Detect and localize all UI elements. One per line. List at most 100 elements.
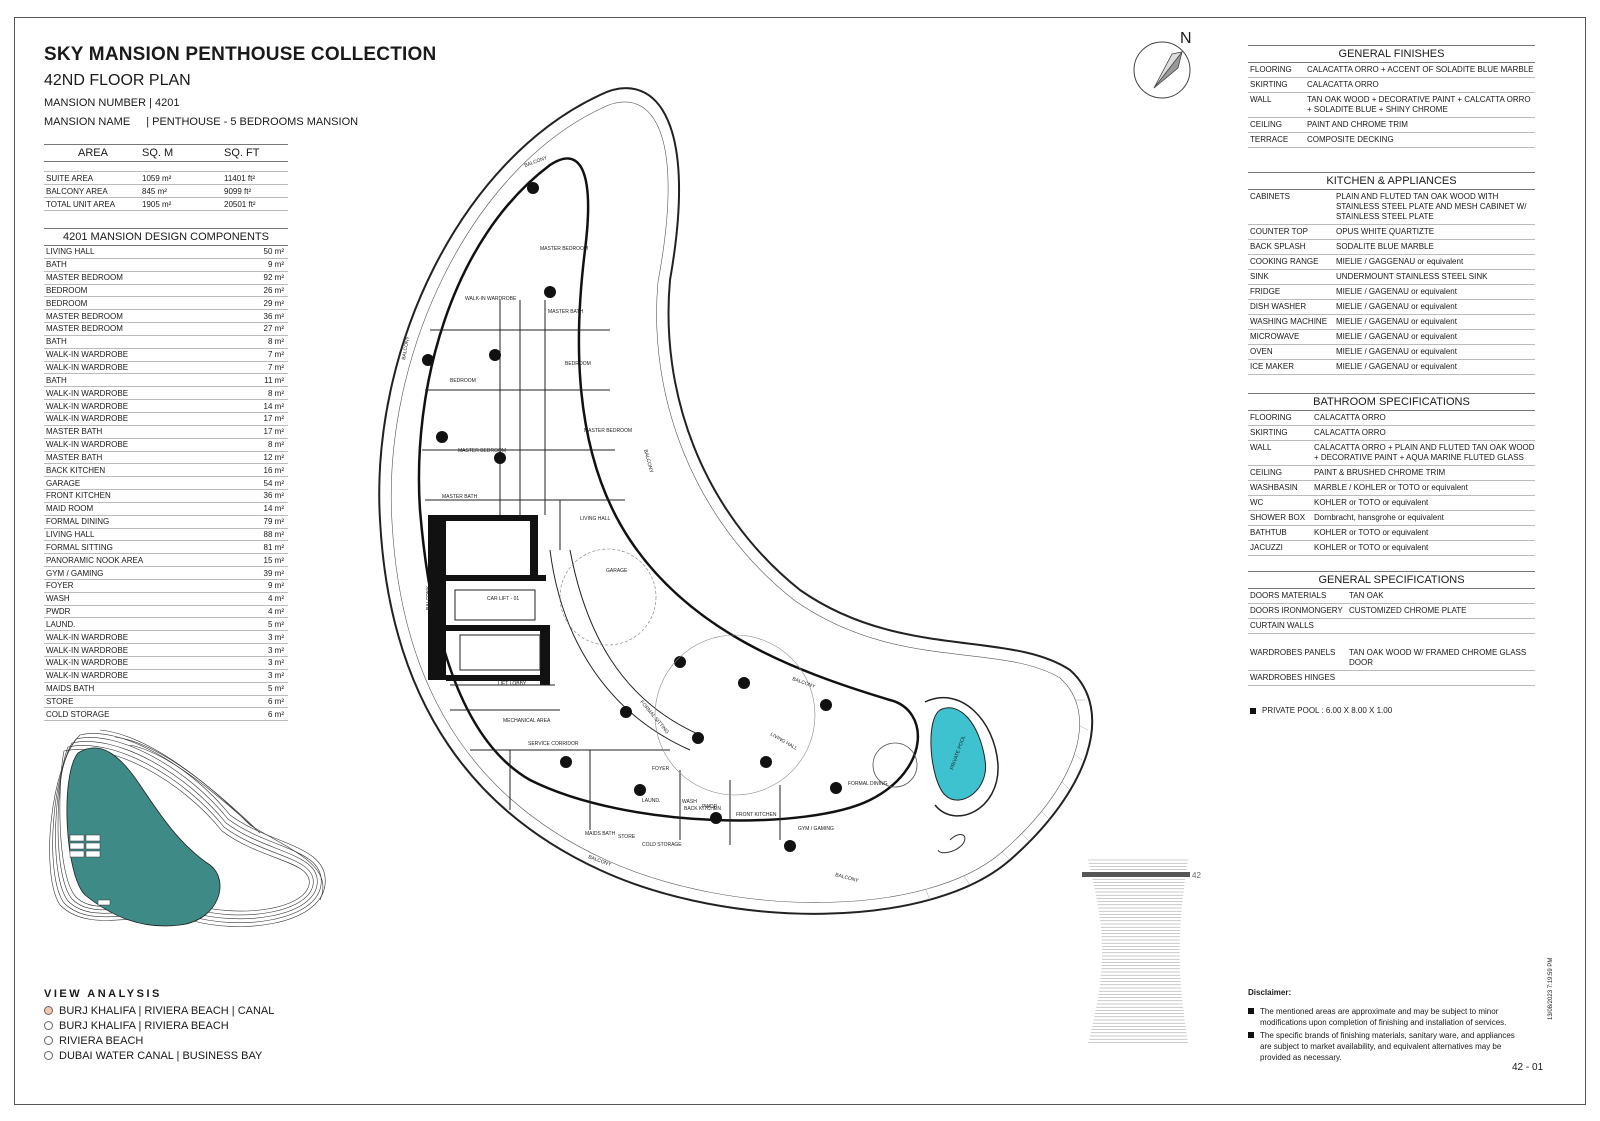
- component-area: 7 m²: [268, 363, 284, 373]
- spec-key: OVEN: [1250, 347, 1273, 356]
- list-item: LAUND.5 m²: [44, 618, 288, 632]
- spec-value: MIELIE / GAGENAU or equivalent: [1336, 302, 1457, 311]
- component-area: 3 m²: [268, 658, 284, 668]
- component-name: FORMAL SITTING: [46, 542, 113, 552]
- component-name: GYM / GAMING: [46, 568, 104, 578]
- spec-key: TERRACE: [1250, 135, 1289, 144]
- spec-key: COOKING RANGE: [1250, 257, 1319, 266]
- plan-label: GARAGE: [606, 568, 628, 574]
- component-name: STORE: [46, 696, 74, 706]
- component-name: BEDROOM: [46, 285, 88, 295]
- view-option[interactable]: DUBAI WATER CANAL | BUSINESS BAY: [44, 1048, 274, 1063]
- component-name: LAUND.: [46, 619, 76, 629]
- spec-key: MICROWAVE: [1250, 332, 1300, 341]
- component-name: WASH: [46, 594, 70, 604]
- component-name: MAID ROOM: [46, 504, 94, 514]
- component-name: BATH: [46, 260, 67, 270]
- radio-indicator[interactable]: [44, 1036, 53, 1045]
- spec-value: UNDERMOUNT STAINLESS STEEL SINK: [1336, 272, 1488, 281]
- spec-row: WARDROBES HINGES: [1248, 671, 1535, 686]
- area-sqm: 1905 m²: [142, 199, 172, 209]
- floor-plan-subtitle: 42ND FLOOR PLAN: [44, 72, 191, 89]
- plan-label: LAUND.: [642, 798, 660, 804]
- spec-value: MIELIE / GAGENAU or equivalent: [1336, 287, 1457, 296]
- spec-key: FLOORING: [1250, 65, 1292, 74]
- component-name: PANORAMIC NOOK AREA: [46, 555, 144, 565]
- structural-columns: [422, 182, 842, 852]
- sheet-border: [14, 17, 1586, 1105]
- component-area: 15 m²: [263, 555, 284, 565]
- radio-indicator[interactable]: [44, 1006, 53, 1015]
- spec-key: CURTAIN WALLS: [1250, 621, 1314, 630]
- plan-label: BALCONY: [834, 872, 859, 884]
- component-name: MASTER BEDROOM: [46, 311, 123, 321]
- balcony-edge: [390, 101, 1080, 903]
- spec-key: FLOORING: [1250, 413, 1292, 422]
- room-partitions: [422, 300, 781, 845]
- view-option[interactable]: BURJ KHALIFA | RIVIERA BEACH: [44, 1018, 274, 1033]
- spec-key: COUNTER TOP: [1250, 227, 1308, 236]
- plan-label: WALK-IN WARDROBE: [465, 296, 517, 302]
- spec-row: CURTAIN WALLS: [1248, 619, 1535, 634]
- general-finishes-title: GENERAL FINISHES: [1248, 45, 1535, 63]
- area-sqm: 1059 m²: [142, 173, 172, 183]
- plan-label: COLD STORAGE: [642, 842, 682, 848]
- component-name: BACK KITCHEN: [46, 465, 106, 475]
- component-area: 6 m²: [268, 709, 284, 719]
- spec-value: MIELIE / GAGGENAU or equivalent: [1336, 257, 1464, 266]
- radio-indicator[interactable]: [44, 1051, 53, 1060]
- component-area: 6 m²: [268, 696, 284, 706]
- sqft-header: SQ. FT: [224, 147, 260, 159]
- kitchen-title: KITCHEN & APPLIANCES: [1248, 172, 1535, 190]
- spec-key: SKIRTING: [1250, 80, 1288, 89]
- area-header: AREA: [78, 147, 108, 159]
- design-components-table: 4201 MANSION DESIGN COMPONENTS LIVING HA…: [44, 228, 288, 722]
- spec-value: PAINT AND CHROME TRIM: [1307, 120, 1408, 129]
- general-specs-title: GENERAL SPECIFICATIONS: [1248, 571, 1535, 589]
- compass-north-label: N: [1180, 30, 1192, 47]
- spec-key: WASHBASIN: [1250, 483, 1298, 492]
- component-area: 5 m²: [268, 684, 284, 694]
- view-option[interactable]: BURJ KHALIFA | RIVIERA BEACH | CANAL: [44, 1003, 274, 1018]
- component-area: 50 m²: [263, 247, 284, 257]
- view-option[interactable]: RIVIERA BEACH: [44, 1033, 274, 1048]
- component-area: 8 m²: [268, 440, 284, 450]
- area-name: BALCONY AREA: [46, 186, 108, 196]
- component-name: WALK-IN WARDROBE: [46, 363, 129, 373]
- spec-value: SODALITE BLUE MARBLE: [1336, 242, 1434, 251]
- page-number: 42 - 01: [1512, 1062, 1544, 1073]
- plan-label: LIFT LOBBY: [498, 681, 527, 687]
- spec-row: WC KOHLER or TOTO or equivalent: [1248, 496, 1535, 511]
- component-area: 36 m²: [263, 491, 284, 501]
- spec-key: WC: [1250, 498, 1264, 507]
- spec-value: TAN OAK: [1349, 591, 1384, 600]
- private-pool: [930, 707, 986, 801]
- pool-edge: [924, 696, 999, 817]
- component-name: FRONT KITCHEN: [46, 491, 111, 501]
- component-name: BATH: [46, 375, 67, 385]
- north-arrow-icon: [1133, 41, 1191, 99]
- bathroom-title: BATHROOM SPECIFICATIONS: [1248, 393, 1535, 411]
- area-spacer: [44, 162, 288, 172]
- spec-value: KOHLER or TOTO or equivalent: [1314, 498, 1429, 507]
- pool-note-text: PRIVATE POOL : 6.00 X 8.00 X 1.00: [1262, 706, 1393, 715]
- radio-indicator[interactable]: [44, 1021, 53, 1030]
